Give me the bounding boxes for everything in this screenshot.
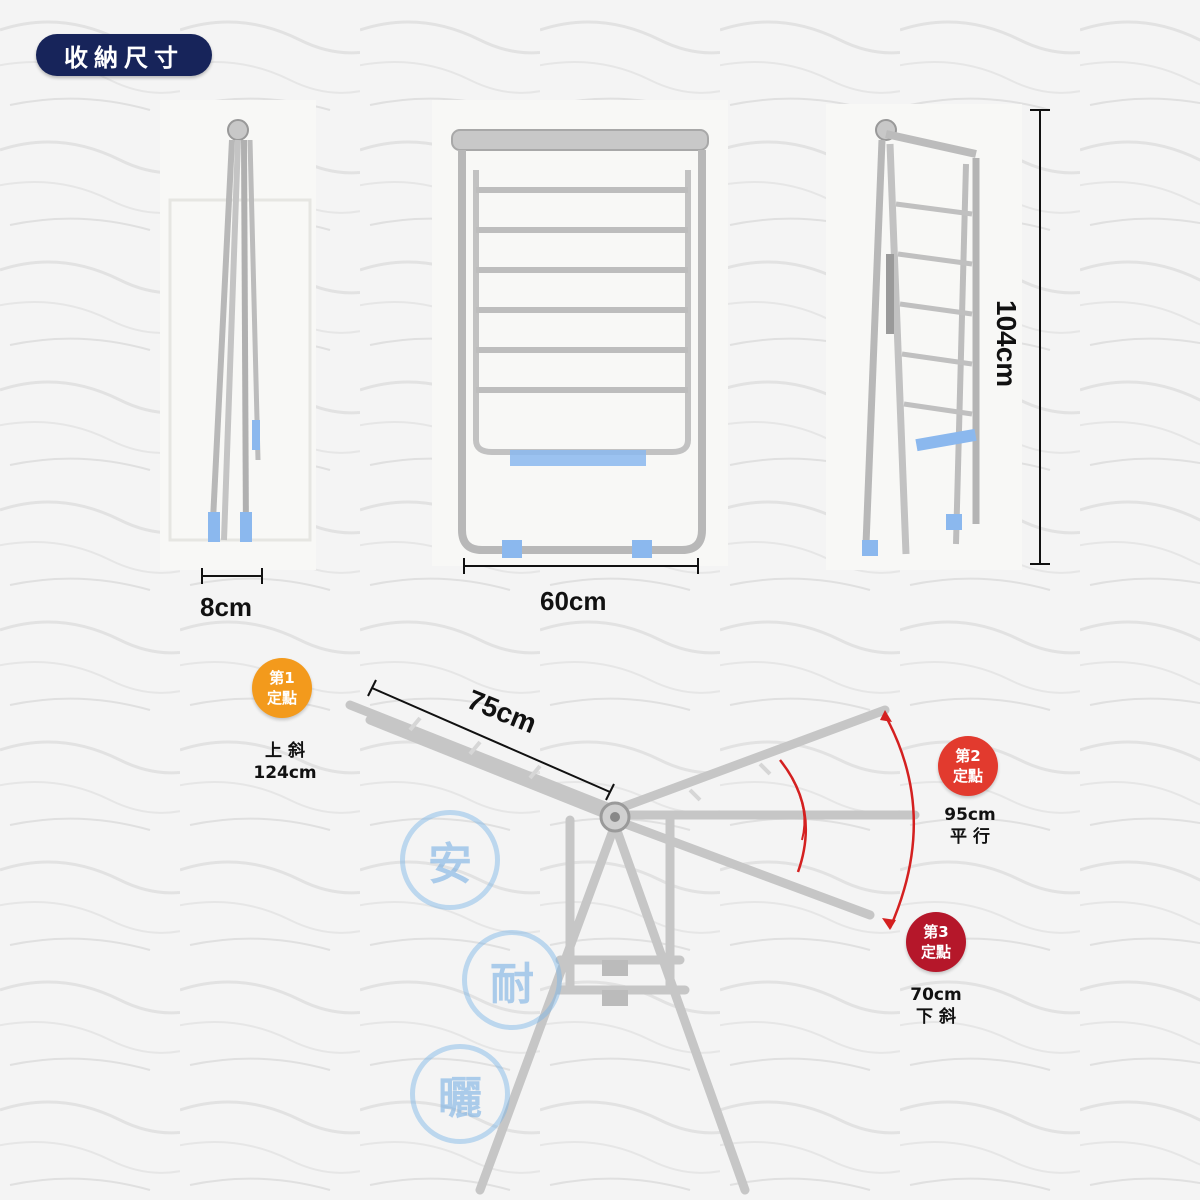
height-label: 104cm bbox=[991, 300, 1022, 388]
section-title: 收納尺寸 bbox=[36, 34, 212, 76]
watermark-stamp-3: 曬 bbox=[410, 1044, 510, 1144]
folded-side-photo bbox=[160, 100, 316, 570]
watermark-stamp-2: 耐 bbox=[462, 930, 562, 1030]
watermark-stamp-1: 安 bbox=[400, 810, 500, 910]
folded-front-photo bbox=[432, 100, 728, 566]
side-width-label: 8cm bbox=[200, 592, 253, 622]
folded-angled-photo bbox=[826, 104, 1022, 570]
wing-length-indicator bbox=[367, 679, 615, 801]
side-width-indicator bbox=[201, 568, 263, 584]
front-width-indicator bbox=[463, 558, 699, 574]
height-indicator bbox=[1030, 109, 1050, 565]
front-width-label: 60cm bbox=[540, 586, 607, 616]
